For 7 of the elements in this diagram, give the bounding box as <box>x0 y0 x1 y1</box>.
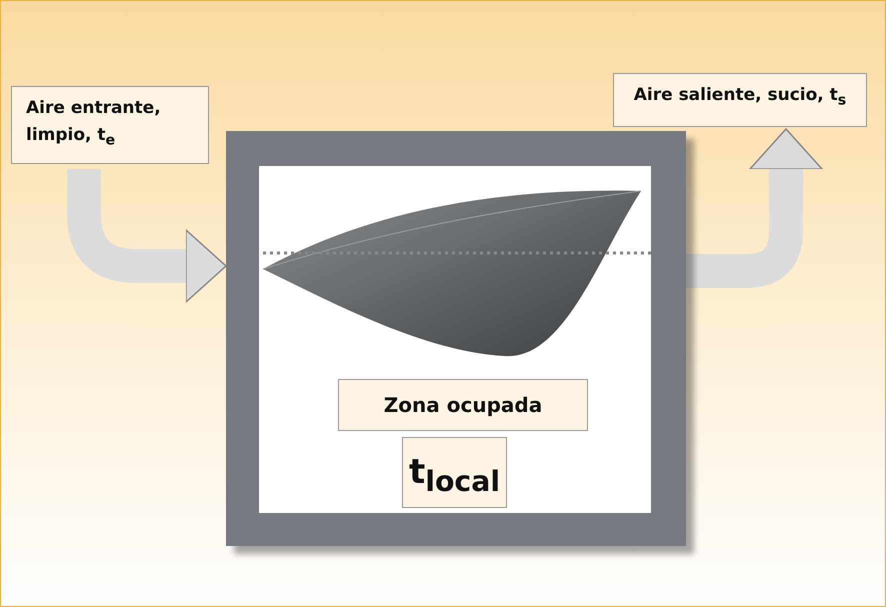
label-box: t$_{local}$ <box>402 437 507 508</box>
label-box: Zona ocupada <box>338 379 588 431</box>
label-box: Aire entrante, limpio, t$_{e}$ <box>11 86 209 164</box>
label-box: Aire saliente, sucio, t$_{s}$ <box>613 73 867 127</box>
room-wall <box>226 131 686 546</box>
arrow <box>686 128 823 288</box>
arrow <box>67 169 227 303</box>
